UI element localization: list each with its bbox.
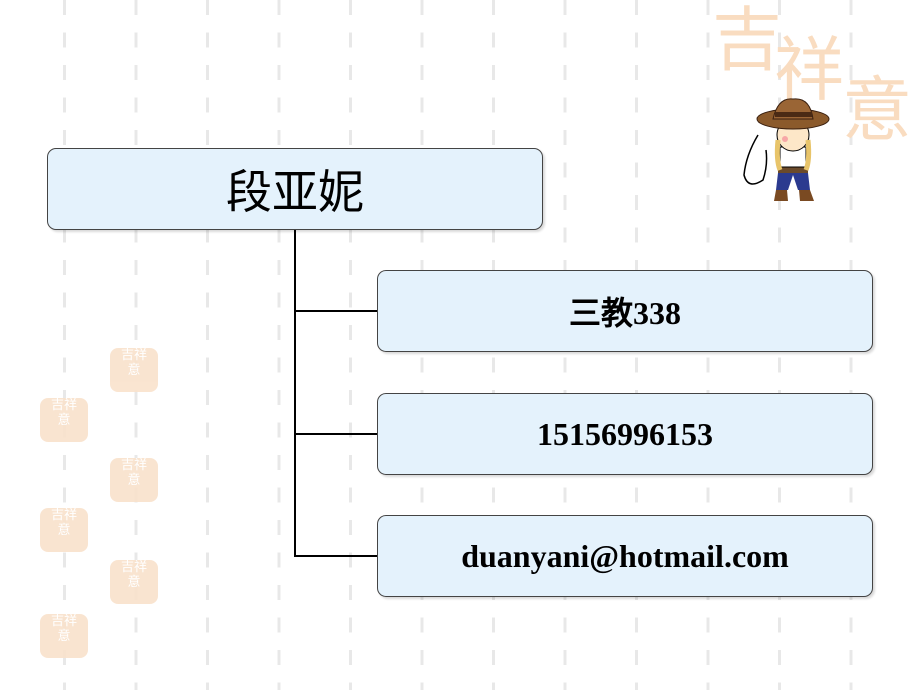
connector-item-2 — [294, 433, 377, 435]
connector-item-1 — [294, 310, 377, 312]
stamp-icon: 吉祥意 — [110, 348, 158, 392]
watermark-logo: 吉 祥 意 — [712, 0, 912, 151]
node-phone: 15156996153 — [377, 393, 873, 475]
node-email: duanyani@hotmail.com — [377, 515, 873, 597]
connector-vertical — [294, 229, 296, 557]
stamp-icon: 吉祥意 — [40, 398, 88, 442]
node-office: 三教338 — [377, 270, 873, 352]
root-node-name: 段亚妮 — [47, 148, 543, 230]
stamp-icon: 吉祥意 — [110, 560, 158, 604]
connector-item-3 — [294, 555, 377, 557]
stamp-icon: 吉祥意 — [110, 458, 158, 502]
cowgirl-illustration-icon — [743, 98, 830, 201]
stamp-icon: 吉祥意 — [40, 508, 88, 552]
stamp-icon: 吉祥意 — [40, 614, 88, 658]
